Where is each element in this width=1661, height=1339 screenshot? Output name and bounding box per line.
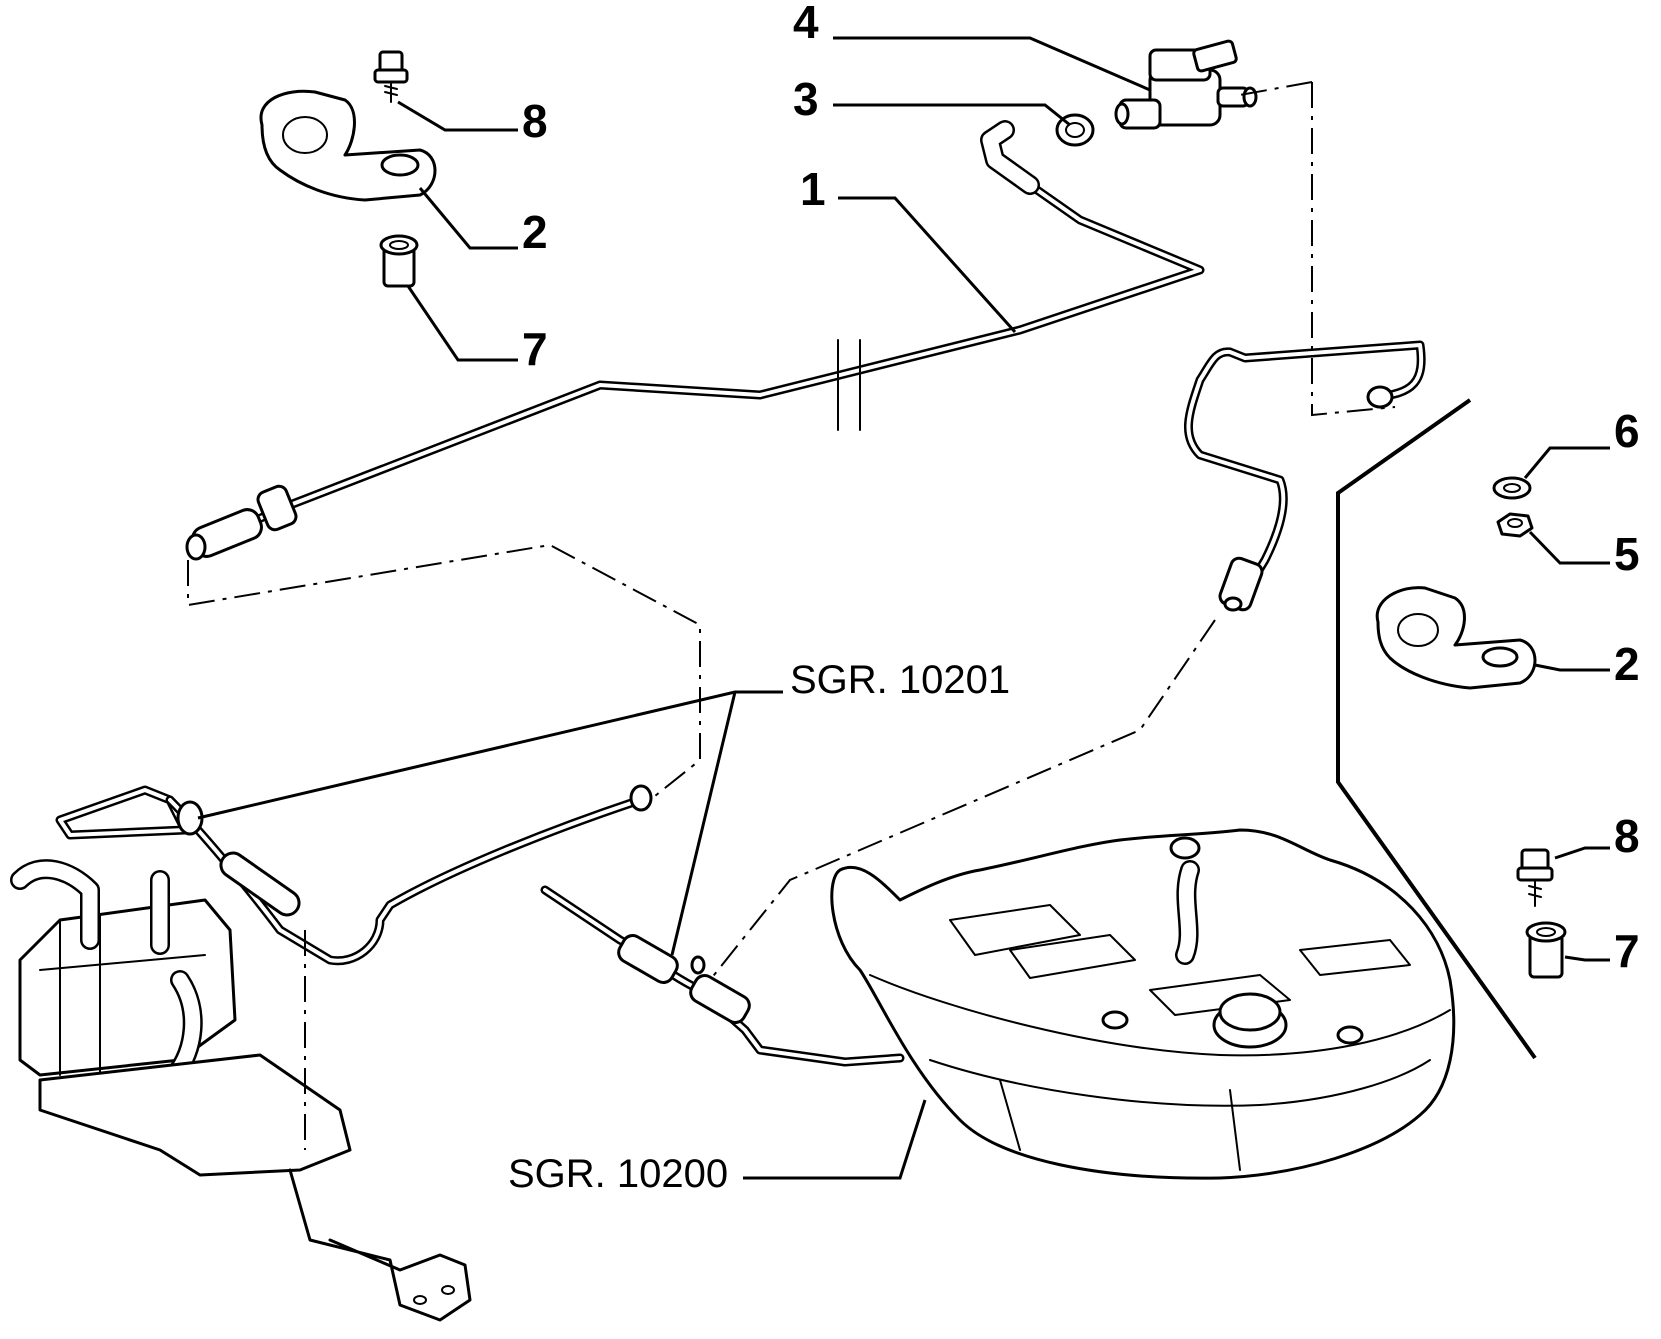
right-hardware-group	[1336, 398, 1567, 1060]
callout-2-right: 2	[1614, 638, 1640, 690]
alignment-lines	[187, 81, 1396, 1150]
callout-7-right: 7	[1614, 925, 1640, 977]
part-2-pipe-clip-top	[259, 89, 437, 202]
callout-3: 3	[793, 73, 819, 125]
callout-6: 6	[1614, 405, 1640, 457]
callout-labels: 4 3 1 8 2 7 6 5 2 8 7 SGR. 10201 SGR. 10…	[508, 0, 1640, 1196]
part-6-washer	[1492, 476, 1532, 500]
callout-4: 4	[793, 0, 819, 48]
leader-lines	[197, 36, 1610, 1180]
callout-1: 1	[800, 163, 826, 215]
part-1-fuel-pipe	[185, 120, 1205, 561]
part-8-bolt-top	[373, 50, 409, 103]
callout-2-top: 2	[522, 206, 548, 258]
callout-8-right: 8	[1614, 810, 1640, 862]
reference-sgr-10201: SGR. 10201	[790, 658, 1010, 702]
callout-8-top: 8	[522, 95, 548, 147]
tank-connection-pipe	[1183, 340, 1426, 612]
evap-canister-assembly	[10, 784, 653, 1322]
part-4-valve	[1114, 39, 1258, 130]
reference-sgr-10200: SGR. 10200	[508, 1152, 728, 1196]
part-5-nut	[1496, 512, 1534, 538]
fuel-tank	[540, 828, 1456, 1180]
callout-5: 5	[1614, 528, 1640, 580]
part-7-grommet-top	[379, 234, 419, 288]
callout-7-top: 7	[522, 323, 548, 375]
